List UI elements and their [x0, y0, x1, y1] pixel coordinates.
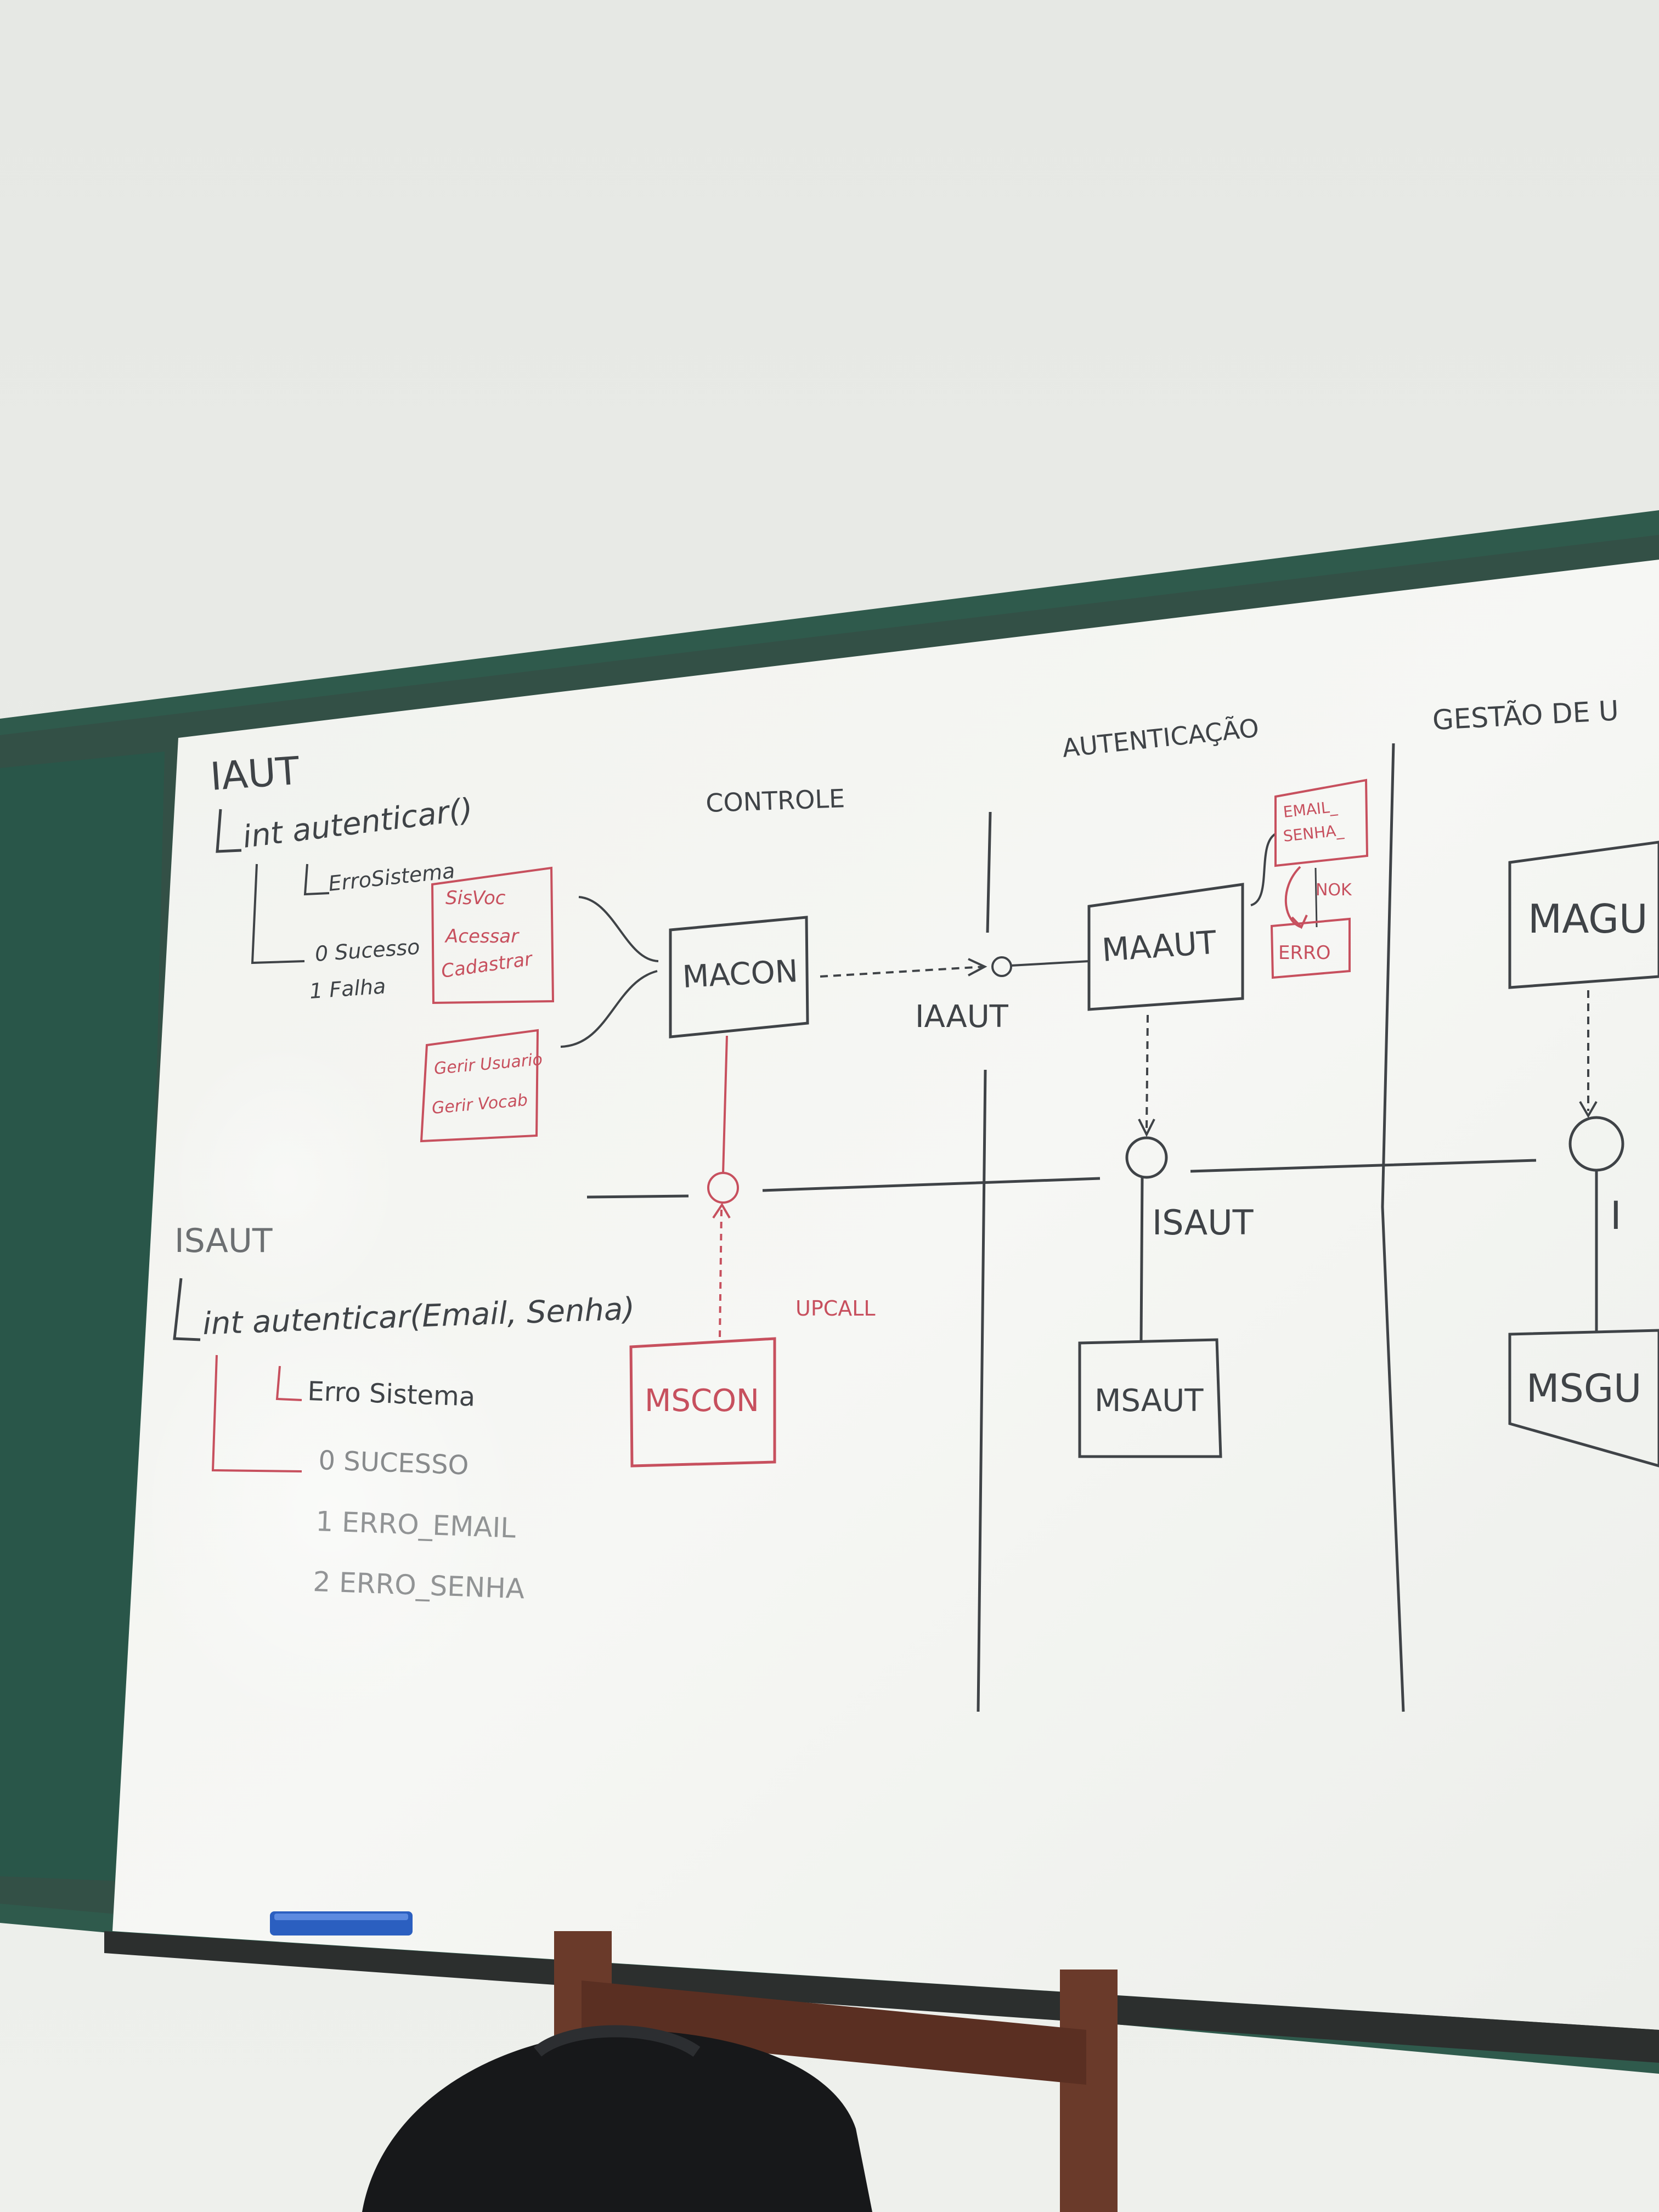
maaut-label: MAAUT: [1101, 924, 1218, 969]
backpack-icon: [362, 2025, 872, 2212]
iaut-title: IAUT: [208, 748, 301, 799]
isaut-code-2: 2 ERRO_SENHA: [313, 1566, 525, 1605]
macon-label: MACON: [681, 953, 799, 995]
erro-label: ERRO: [1278, 942, 1331, 964]
module-msaut: MSAUT: [1078, 1338, 1222, 1458]
board-glare-2: [165, 1037, 406, 1322]
isaut-tree: [211, 1355, 302, 1472]
iaut-bracket: [216, 809, 242, 853]
macon-dashed-arrow: [820, 966, 985, 978]
igu-label: I: [1610, 1193, 1622, 1238]
brace-connector: [560, 896, 659, 1048]
isaut-code-0: 0 SUCESSO: [318, 1445, 470, 1481]
isaut-error: Erro Sistema: [307, 1376, 476, 1413]
isaut-bracket: [173, 1278, 201, 1341]
layer-line: [586, 1159, 1537, 1199]
maaut-brace: [1250, 833, 1277, 906]
nok-label: NOK: [1316, 881, 1352, 900]
nok-stem: [1314, 867, 1318, 928]
msaut-label: MSAUT: [1094, 1383, 1204, 1419]
maaut-dashed-down: [1146, 1014, 1149, 1131]
iaaut-label: IAAUT: [915, 999, 1009, 1035]
msgu-label: MSGU: [1526, 1366, 1641, 1411]
isaut-socket: [1125, 1136, 1168, 1179]
upcall-label: UPCALL: [795, 1296, 876, 1321]
iaaut-lollipop: [1011, 960, 1090, 967]
iaaut-socket: [991, 956, 1012, 977]
iaut-code-1: 1 Falha: [309, 974, 387, 1003]
mscon-label: MSCON: [645, 1383, 759, 1419]
erro-box: ERRO: [1270, 917, 1351, 979]
module-macon: MACON: [669, 916, 809, 1039]
isaut-code-1: 1 ERRO_EMAIL: [315, 1505, 517, 1544]
isaut-interface-label: ISAUT: [1152, 1203, 1254, 1243]
macon-arrow-head: [968, 958, 988, 977]
upcall-socket: [707, 1172, 739, 1204]
eraser-icon: [270, 1911, 413, 1936]
sisvoc-line-0: SisVoc: [445, 887, 506, 909]
maaut-down-head: [1138, 1119, 1155, 1137]
macon-down-line: [722, 1035, 728, 1175]
upcall-head: [712, 1203, 731, 1219]
module-mscon: MSCON: [629, 1337, 776, 1468]
pen-tray: [104, 1931, 1659, 2063]
chalkboard-panel: [0, 752, 165, 1882]
module-magu: MAGU: [1508, 840, 1659, 989]
board-glare: [132, 1278, 527, 1739]
divider-1: [977, 811, 992, 1712]
magu-down-head: [1579, 1101, 1598, 1119]
whiteboard-icon: [0, 510, 1659, 2074]
module-msgu: MSGU: [1508, 1329, 1659, 1468]
isaut-title: ISAUT: [174, 1222, 273, 1260]
module-maaut: MAAUT: [1087, 883, 1244, 1011]
divider-2: [1381, 743, 1405, 1712]
heading-controle: CONTROLE: [705, 783, 845, 818]
upcall-dashed: [719, 1209, 723, 1339]
isaut-lollipop: [1139, 1177, 1144, 1342]
magu-label: MAGU: [1528, 896, 1648, 942]
iaut-tree: [251, 864, 330, 964]
sisvoc-line-1: Acessar: [444, 926, 520, 947]
